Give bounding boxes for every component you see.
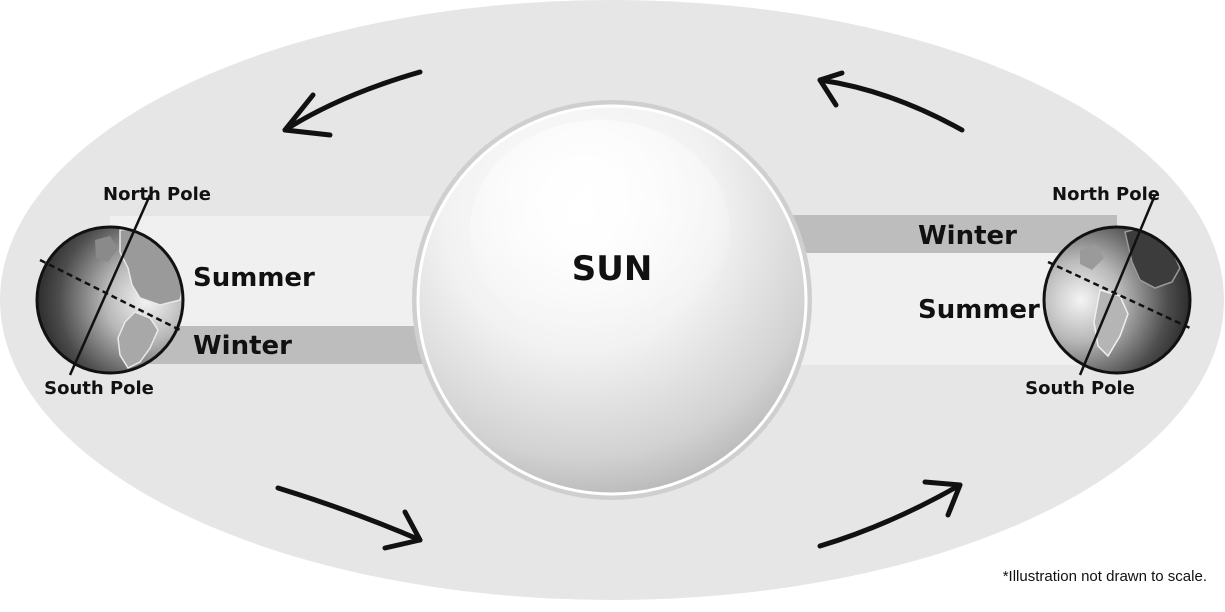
right-south-pole-label: South Pole — [1025, 378, 1135, 399]
arrow-top-right-icon — [817, 70, 965, 133]
arrow-bottom-right-icon — [817, 479, 963, 549]
right-summer-label: Summer — [918, 295, 1040, 325]
equator-line — [39, 258, 181, 332]
left-summer-label: Summer — [193, 263, 315, 293]
left-winter-label: Winter — [193, 331, 292, 361]
earth-left — [35, 194, 185, 376]
right-winter-band — [775, 215, 1117, 253]
arrow-top-left-icon — [282, 69, 423, 138]
footnote: *Illustration not drawn to scale. — [1002, 568, 1207, 585]
sun-label: SUN — [572, 249, 653, 289]
sun — [412, 100, 812, 500]
right-winter-label: Winter — [918, 221, 1017, 251]
earth-right — [1042, 194, 1192, 376]
arrow-bottom-left-icon — [275, 485, 423, 551]
axis-line — [68, 194, 152, 376]
left-north-pole-label: North Pole — [103, 184, 211, 205]
orbit-arrows — [275, 69, 965, 551]
right-north-pole-label: North Pole — [1052, 184, 1160, 205]
left-south-pole-label: South Pole — [44, 378, 154, 399]
